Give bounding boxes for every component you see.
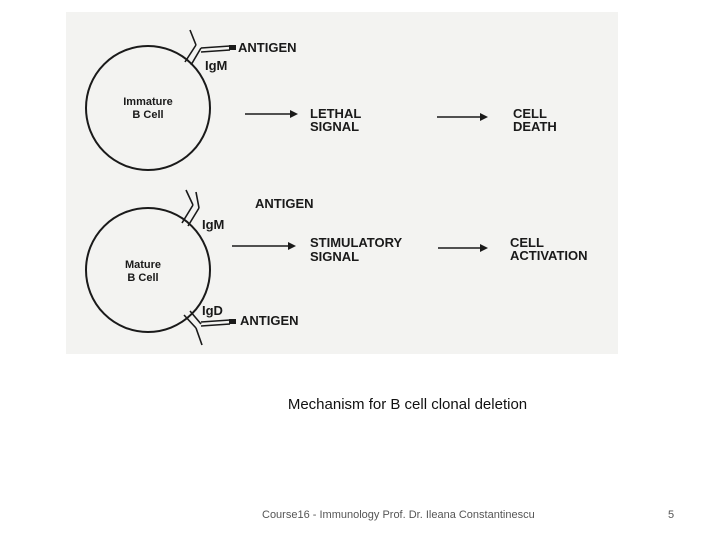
mature-cell-label-line1: Mature [125,259,161,271]
cell-death-line1: CELL [513,106,547,121]
antigen-label-3: ANTIGEN [240,313,299,328]
arrow-to-stimulatory-signal [232,242,296,250]
arrow-to-cell-death [437,113,488,121]
immature-cell-label-line2: B Cell [132,109,163,121]
antigen-icon [229,45,236,50]
diagram-figure [66,12,618,354]
cell-activation-line1: CELL [510,235,544,250]
immature-b-cell [85,45,211,171]
cell-activation-line2: ACTIVATION [510,248,588,263]
antigen-icon-3 [229,319,236,324]
stimulatory-signal-line2: SIGNAL [310,249,359,264]
cell-death-line2: DEATH [513,119,557,134]
igd-receptor-icon [183,310,231,346]
page-number: 5 [668,509,675,521]
igm-label-1: IgM [205,58,227,73]
mature-cell-label-line2: B Cell [127,272,158,284]
immature-cell-label-line1: Immature [123,96,173,108]
antigen-label-2: ANTIGEN [255,196,314,211]
igm-receptor-icon [184,29,231,66]
igm-label-2: IgM [202,217,224,232]
arrow-to-lethal-signal [245,110,298,118]
lethal-signal-line1: LETHAL [310,106,361,121]
mature-b-cell [85,207,211,333]
footer-course-info: Course16 - Immunology Prof. Dr. Ileana C… [262,509,535,521]
arrow-to-cell-activation [438,244,488,252]
lethal-signal-line2: SIGNAL [310,119,359,134]
figure-caption: Mechanism for B cell clonal deletion [287,396,528,413]
stimulatory-signal-line1: STIMULATORY [310,235,403,250]
igm-receptor-icon-2 [181,189,200,227]
antigen-label-1: ANTIGEN [238,40,297,55]
igd-label: IgD [202,303,223,318]
